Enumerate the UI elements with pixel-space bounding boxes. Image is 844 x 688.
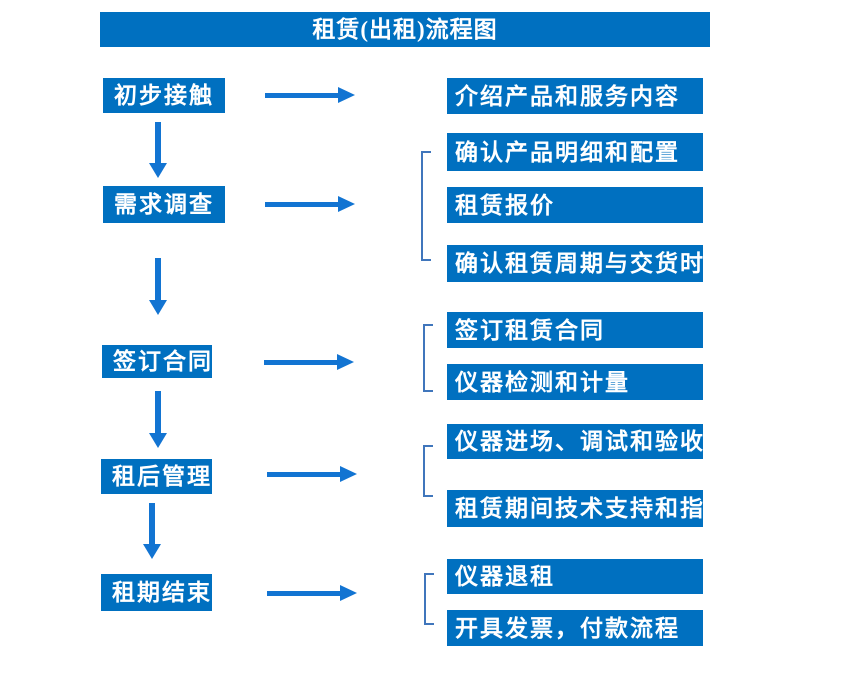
detail-box-instrument-inspection: 仪器检测和计量 [447,364,703,400]
flowchart-title: 租赁(出租)流程图 [100,12,710,47]
detail-box-confirm-rental-period: 确认租赁周期与交货时间 [447,245,728,282]
arrow-head [340,585,357,601]
bracket-demand-survey-details [421,151,431,261]
bracket-rental-end-details [424,573,434,625]
step-box-initial-contact: 初步接触 [103,78,225,113]
down-arrow-4 [143,503,161,559]
down-arrow-1 [149,122,167,178]
detail-box-rental-quote: 租赁报价 [447,187,703,223]
arrow-head [149,433,167,448]
arrow-head [149,163,167,178]
arrow-head [338,87,355,103]
detail-box-technical-support: 租赁期间技术支持和指导 [447,490,728,527]
step-box-sign-contract: 签订合同 [102,345,212,378]
arrow-head [149,300,167,315]
arrow-shaft [155,391,161,433]
arrow-head [338,196,355,212]
right-arrow-post-rental [267,466,357,482]
arrow-head [143,544,161,559]
arrow-head [340,466,357,482]
arrow-shaft [267,590,340,596]
bracket-post-rental-details [423,445,433,497]
bracket-sign-contract-details [423,324,433,392]
arrow-shaft [267,471,340,477]
detail-box-sign-rental-contract: 签订租赁合同 [447,312,703,348]
arrow-shaft [264,359,337,365]
step-box-demand-survey: 需求调查 [103,186,225,223]
step-box-post-rental-management: 租后管理 [101,459,212,494]
right-arrow-rental-end [267,585,357,601]
arrow-shaft [155,122,161,163]
right-arrow-initial-contact [265,87,355,103]
arrow-shaft [155,258,161,300]
right-arrow-demand-survey [265,196,355,212]
detail-box-instrument-return: 仪器退租 [447,559,703,594]
step-box-rental-end: 租期结束 [101,574,212,611]
arrow-head [337,354,354,370]
detail-box-confirm-product-details: 确认产品明细和配置 [447,133,703,171]
down-arrow-2 [149,258,167,315]
detail-box-instrument-setup-acceptance: 仪器进场、调试和验收 [447,424,703,459]
right-arrow-sign-contract [264,354,354,370]
down-arrow-3 [149,391,167,448]
detail-box-invoice-payment: 开具发票，付款流程 [447,610,703,646]
arrow-shaft [149,503,155,544]
arrow-shaft [265,92,338,98]
detail-box-introduce-products: 介绍产品和服务内容 [447,78,703,114]
arrow-shaft [265,201,338,207]
